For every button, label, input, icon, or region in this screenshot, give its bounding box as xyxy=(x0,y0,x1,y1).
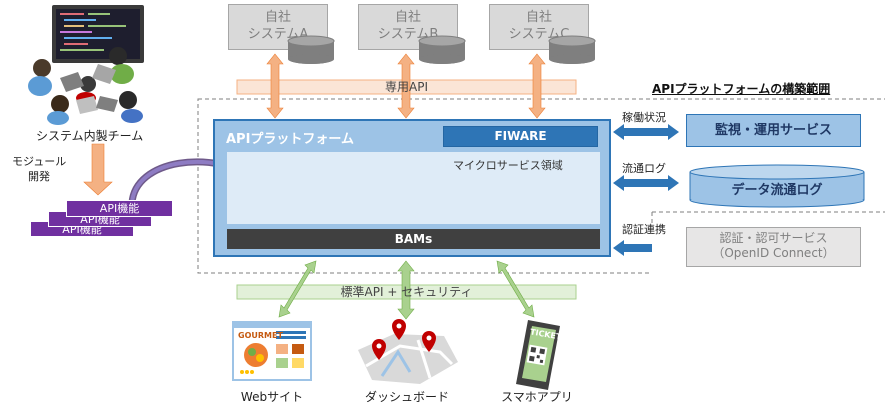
fiware-box: FIWARE xyxy=(443,126,598,147)
operation-status-label: 稼働状況 xyxy=(622,111,666,124)
developer-team-icon xyxy=(28,5,144,125)
website-icon xyxy=(232,321,312,381)
map-dashboard-icon xyxy=(358,319,458,384)
system-a-line1: 自社 xyxy=(264,10,291,25)
arrow-dashboard xyxy=(397,260,415,320)
distribution-log-label: 流通ログ xyxy=(622,162,666,175)
arrow-system-b xyxy=(397,53,415,119)
data-log-cylinder xyxy=(689,164,865,208)
dashboard-label: ダッシュボード xyxy=(364,390,449,404)
arrow-distribution-log xyxy=(613,175,679,191)
website-label: Webサイト xyxy=(240,390,304,404)
green-arrows xyxy=(278,260,535,320)
system-a-line2: システムA xyxy=(247,27,309,42)
auth-service-line1: 認証・認可サービス xyxy=(719,231,828,245)
arrow-operation-status xyxy=(613,124,679,140)
standard-api-label: 標準API + セキュリティ xyxy=(340,285,473,299)
module-dev-label: モジュール 開発 xyxy=(12,154,66,184)
system-c-box: 自社 システムC xyxy=(489,4,589,50)
system-b-box: 自社 システムB xyxy=(358,4,458,50)
module-dev-line1: モジュール xyxy=(12,155,67,168)
arrow-smartphone xyxy=(496,260,535,318)
api-card-front: API機能 xyxy=(66,200,173,217)
auth-link-label: 認証連携 xyxy=(622,223,666,236)
microservice-area-label: マイクロサービス領域 xyxy=(453,159,563,172)
auth-service-box: 認証・認可サービス （OpenID Connect） xyxy=(686,227,861,267)
system-b-line2: システムB xyxy=(377,27,439,42)
platform-title: APIプラットフォーム xyxy=(226,132,355,147)
arrow-module-dev xyxy=(83,143,113,196)
scope-title: APIプラットフォームの構築範囲 xyxy=(652,82,831,96)
microservice-area xyxy=(227,152,600,224)
monitoring-service-box: 監視・運用サービス xyxy=(686,114,861,147)
platform-scope-boundary xyxy=(197,98,885,274)
orange-arrows xyxy=(266,53,546,119)
smartphone-ticket-icon xyxy=(516,320,560,390)
system-c-line1: 自社 xyxy=(525,10,552,25)
data-log-label: データ流通ログ xyxy=(731,183,823,198)
module-dev-line2: 開発 xyxy=(28,170,50,183)
dedicated-api-label: 専用API xyxy=(385,80,428,94)
system-b-line1: 自社 xyxy=(394,10,421,25)
website-brand-text: GOURMET xyxy=(238,331,283,340)
system-a-box: 自社 システムA xyxy=(228,4,328,50)
arrow-website xyxy=(278,260,317,318)
arrow-system-a xyxy=(266,53,284,119)
auth-service-line2: （OpenID Connect） xyxy=(712,246,835,260)
system-c-line2: システムC xyxy=(508,27,570,42)
arrow-system-c xyxy=(528,53,546,119)
smartphone-app-label: スマホアプリ xyxy=(501,390,573,404)
bams-bar: BAMs xyxy=(227,229,600,249)
team-label: システム内製チーム xyxy=(36,129,144,143)
